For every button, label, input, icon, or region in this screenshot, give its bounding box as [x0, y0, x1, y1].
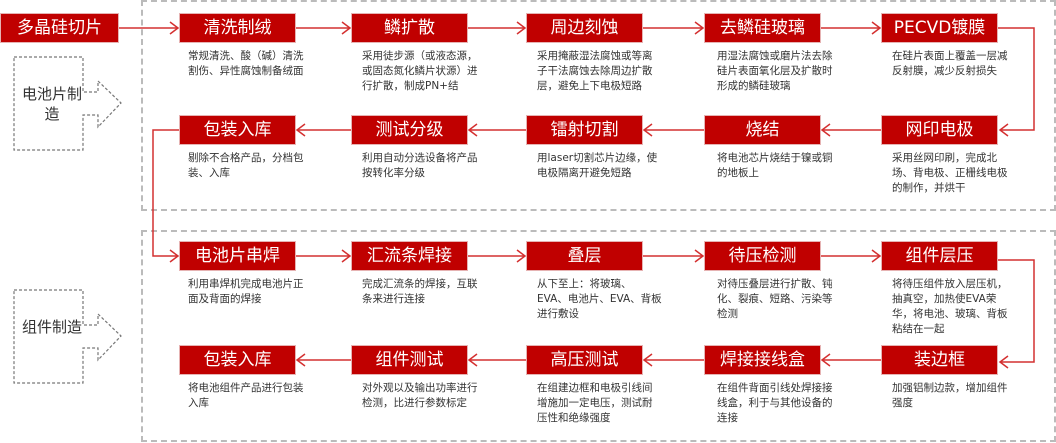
start-step-polysilicon-slicing: 多晶硅切片: [1, 14, 118, 42]
step-desc: 用湿法腐蚀或磨片法去除硅片表面氧化层及扩散时形成的鳞硅玻璃: [717, 50, 833, 92]
step-desc: 采用掩蔽湿法腐蚀或等离子干法腐蚀去除周边扩散层，避免上下电极短路: [537, 50, 653, 92]
step-desc: 从下至上：将玻璃、EVA、电池片、EVA、背板进行敷设: [537, 278, 662, 320]
step-box: 汇流条焊接: [352, 242, 467, 270]
module-manufacturing-label: 组件制造: [22, 318, 83, 336]
step-box: 网印电极: [882, 116, 997, 144]
step-box: 组件测试: [352, 346, 467, 374]
cell-manufacturing-section: [141, 0, 1056, 211]
step-desc: 采用丝网印刷，完成北场、背电极、正栅线电极的制作，并烘干: [892, 152, 1008, 194]
step-desc: 将待压组件放入层压机，抽真空，加热使EVA荣华，将电池、玻璃、背板粘结在一起: [892, 278, 1008, 335]
step-desc: 对待压叠层进行扩散、钝化、裂痕、短路、污染等检测: [717, 278, 833, 320]
step-box: 装边框: [882, 346, 997, 374]
step-desc: 剔除不合格产品，分档包装、入库: [188, 152, 304, 179]
step-box: 焊接接线盒: [705, 346, 820, 374]
step-box: 烧结: [705, 116, 820, 144]
step-box: 包装入库: [180, 116, 295, 144]
module-manufacturing-section: [141, 230, 1056, 442]
step-desc: 在硅片表面上覆盖一层减反射膜，减少反射损失: [892, 50, 1008, 77]
step-desc: 加强铝制边款，增加组件强度: [892, 382, 1008, 409]
step-desc: 在组建边框和电极引线间增施加一定电压，测试耐压性和绝缘强度: [537, 382, 653, 424]
step-box: 包装入库: [180, 346, 295, 374]
step-box: 去鳞硅玻璃: [705, 14, 820, 42]
step-desc: 在组件背面引线处焊接接线盒，利于与其他设备的连接: [717, 382, 833, 424]
step-box: 清洗制绒: [180, 14, 295, 42]
step-box: 测试分级: [352, 116, 467, 144]
step-box: 组件层压: [882, 242, 997, 270]
step-box: 镭射切割: [527, 116, 642, 144]
step-desc: 采用徒步源（或液态源，或固态氮化鳞片状源）进行扩散，制成PN+结: [362, 50, 478, 92]
step-box: 鳞扩散: [352, 14, 467, 42]
step-box: PECVD镀膜: [882, 14, 997, 42]
step-desc: 利用串焊机完成电池片正面及背面的焊接: [188, 278, 304, 305]
step-box: 电池片串焊: [180, 242, 295, 270]
step-desc: 对外观以及输出功率进行检测，比进行参数标定: [362, 382, 478, 409]
step-desc: 将电池组件产品进行包装入库: [188, 382, 304, 409]
cell-manufacturing-label: 电池片制造: [22, 85, 83, 123]
step-box: 周边刻蚀: [527, 14, 642, 42]
step-desc: 常规清洗、酸（碱）清洗割伤、异性腐蚀制备绒面: [188, 50, 304, 77]
step-desc: 用laser切割芯片边缘，使电极隔离开避免短路: [537, 152, 658, 179]
step-desc: 将电池芯片烧结于镍或铜的地板上: [717, 152, 833, 179]
step-desc: 利用自动分选设备将产品按转化率分级: [362, 152, 478, 179]
step-box: 叠层: [527, 242, 642, 270]
step-box: 待压检测: [705, 242, 820, 270]
step-desc: 完成汇流条的焊接，互联条来进行连接: [362, 278, 478, 305]
step-box: 高压测试: [527, 346, 642, 374]
